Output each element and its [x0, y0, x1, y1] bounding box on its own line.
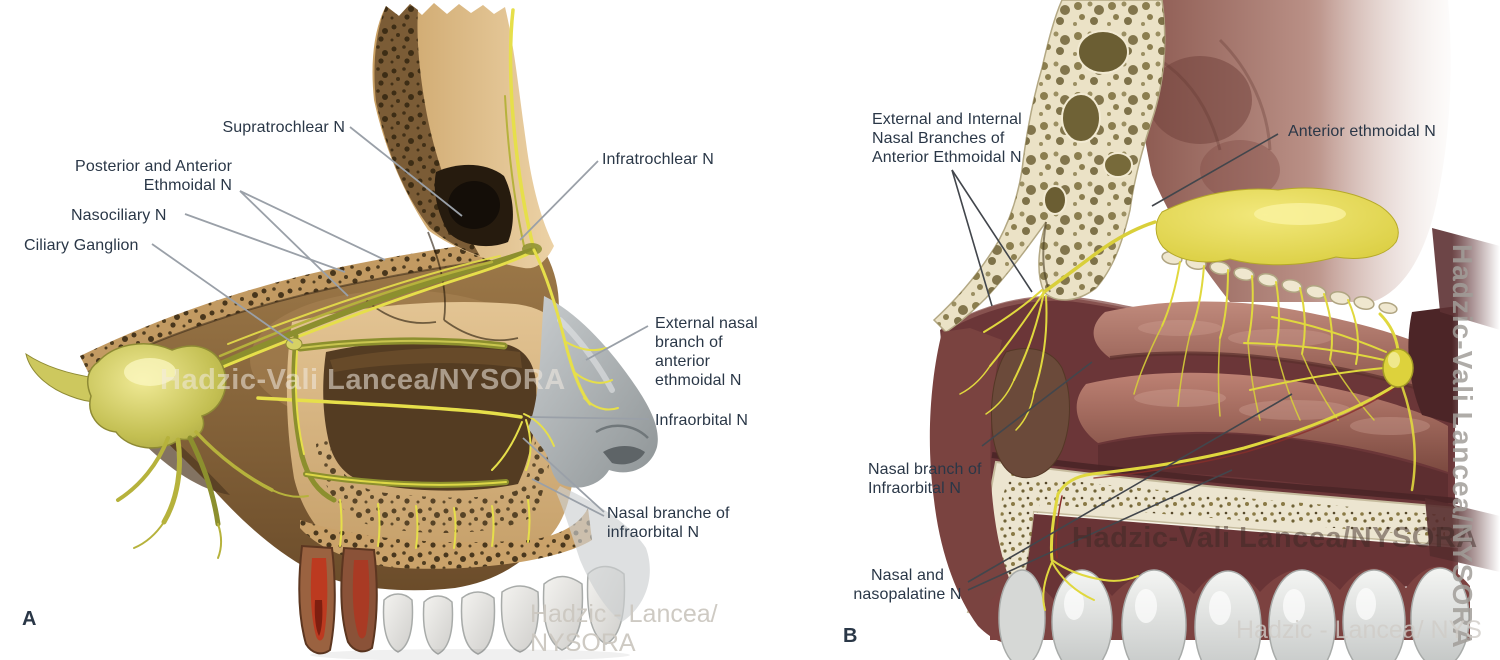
- teeth-row-b: [990, 566, 1470, 660]
- label-nasal-branche-infraorbital: Nasal branche of infraorbital N: [607, 505, 730, 541]
- panel-letter-b: B: [843, 625, 858, 647]
- label-ciliary-ganglion: Ciliary Ganglion: [24, 237, 139, 254]
- sphenopalatine-ganglion: [1382, 348, 1414, 388]
- label-nasociliary-n: Nasociliary N: [71, 207, 167, 224]
- cribriform-plate: [1161, 251, 1398, 314]
- panel-a: Hadzic-Vali Lancea/NYSORA Hadzic - Lance…: [22, 3, 758, 660]
- skull-sagittal-section: [80, 3, 592, 591]
- nerves-a: [25, 8, 619, 559]
- skull-bone-cross-section: [932, 0, 1166, 333]
- label-nasal-nasopalatine: Nasal and nasopalatine N: [853, 567, 962, 603]
- label-external-nasal-branch: External nasal branch of anterior ethmoi…: [655, 315, 758, 389]
- nerves-b: [959, 220, 1416, 611]
- label-ext-int-nasal-branches: External and Internal Nasal Branches of …: [872, 111, 1022, 166]
- label-supratrochlear-n: Supratrochlear N: [222, 119, 345, 136]
- panel-b-illustration: [929, 0, 1500, 660]
- panel-letter-a: A: [22, 608, 37, 630]
- label-nasal-branch-infraorbital: Nasal branch of Infraorbital N: [868, 461, 982, 497]
- label-posterior-anterior-ethmoidal-n: Posterior and Anterior Ethmoidal N: [75, 158, 232, 194]
- panel-a-illustration: [25, 3, 658, 660]
- label-infraorbital-n: Infraorbital N: [655, 412, 748, 429]
- label-infratrochlear-n: Infratrochlear N: [602, 151, 714, 168]
- olfactory-bulb: [1155, 187, 1399, 266]
- leader-lines-b: [951, 133, 1293, 591]
- label-anterior-ethmoidal-n: Anterior ethmoidal N: [1288, 123, 1436, 140]
- trigeminal-ganglion: [25, 343, 227, 449]
- sectioned-tooth: [298, 544, 378, 655]
- external-nose-gray: [528, 296, 658, 622]
- leader-lines-a: [151, 126, 650, 517]
- panel-b: Hadzic-Vali Lancea/NYSORA Hadzic-Vali La…: [800, 0, 1500, 660]
